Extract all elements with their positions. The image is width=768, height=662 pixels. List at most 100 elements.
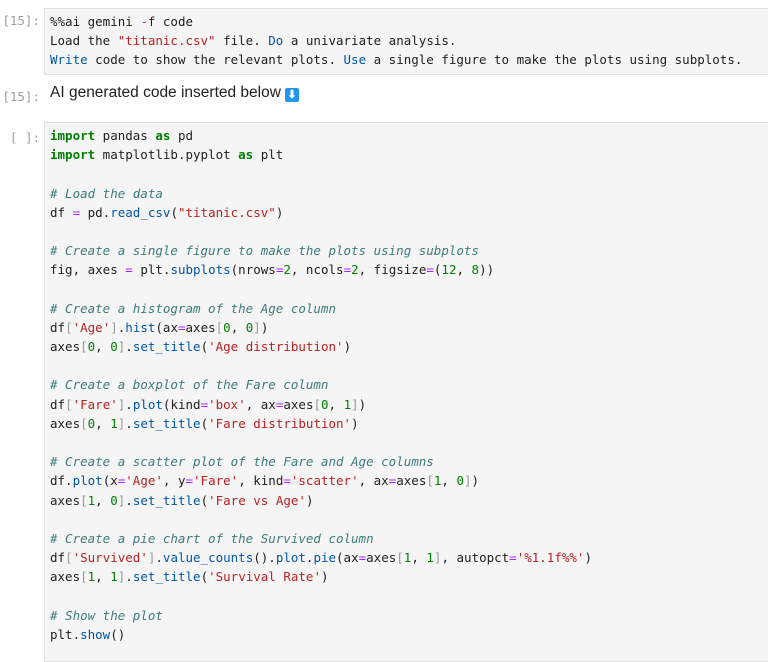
code-token: 'Fare vs Age' (208, 492, 306, 508)
code-token: (nrows (230, 262, 276, 278)
code-line: plt.show() (50, 625, 592, 644)
code-token: axes (283, 396, 314, 412)
code-token: plot (275, 550, 306, 566)
code-line: import pandas as pd (50, 126, 592, 145)
code-token: ( (170, 204, 178, 220)
code-token: 'Fare' (72, 396, 118, 412)
code-token: [ (215, 319, 224, 335)
code-token: plt. (50, 626, 81, 642)
code-line: # Create a histogram of the Age column (50, 299, 592, 318)
code-token: axes (366, 550, 397, 566)
code-token: . (125, 492, 133, 508)
code-token: (ax (336, 550, 359, 566)
code-token: df (50, 204, 73, 220)
code-line: axes[0, 0].set_title('Age distribution') (50, 337, 592, 356)
code-token: plt (253, 147, 284, 163)
code-token: [ (80, 415, 88, 431)
code-token: ] (351, 396, 359, 412)
code-token: df (50, 396, 66, 412)
code-token: [ (80, 339, 88, 355)
code-line: df['Survived'].value_counts().plot.pie(a… (50, 548, 592, 567)
code-token: # Create a single figure to make the plo… (50, 243, 479, 259)
code-token: [ (313, 396, 322, 412)
code-token: hist (125, 319, 156, 335)
code-token: a univariate analysis. (283, 33, 457, 49)
code-token: as (238, 147, 254, 163)
code-token: plot (132, 396, 163, 412)
code-token: , figsize (358, 262, 427, 278)
code-token: code to show the relevant plots. (87, 52, 344, 68)
code-token: as (155, 128, 171, 143)
code-token: plot (72, 473, 103, 489)
code-token: # Create a histogram of the Age column (50, 300, 336, 316)
code-token: ] (147, 550, 156, 566)
code-line: import matplotlib.pyplot as plt (50, 145, 592, 164)
output-prompt: [15]: (2, 89, 40, 104)
code-line: # Create a scatter plot of the Fare and … (50, 452, 592, 471)
code-cell-generated[interactable] (44, 122, 768, 662)
code-token: ] (117, 415, 126, 431)
code-token: )) (479, 262, 495, 278)
code-token: , (95, 569, 111, 585)
code-token: ) (260, 319, 269, 335)
code-token: [ (426, 473, 434, 489)
code-token: . (155, 550, 163, 566)
code-line (50, 222, 592, 241)
code-token: 1 (426, 550, 434, 566)
output-text: AI generated code inserted below (50, 84, 281, 101)
code-token: 'Survival Rate' (208, 569, 321, 585)
code-token: , (95, 492, 111, 508)
code-token: , (441, 473, 457, 489)
code-token: axes (50, 339, 81, 355)
code-token: Use (343, 52, 367, 68)
code-token: # Create a scatter plot of the Fare and … (50, 454, 434, 470)
code-line (50, 587, 592, 606)
code-token: = (125, 262, 133, 278)
code-token: = (275, 396, 284, 412)
code-token: ( (433, 262, 442, 278)
code-token: 1 (87, 569, 96, 585)
code-token: = (283, 473, 291, 489)
code-token: set_title (132, 415, 201, 431)
code-token: [ (65, 396, 73, 412)
code-token: 1 (433, 473, 442, 489)
code-token: , y (162, 473, 186, 489)
code-token: 0 (321, 396, 329, 412)
code-token: , (95, 339, 111, 355)
code-token: 'scatter' (290, 473, 359, 489)
code-token: [ (80, 492, 88, 508)
code-token: 12 (441, 262, 457, 278)
code-line: axes[1, 0].set_title('Fare vs Age') (50, 491, 592, 510)
code-token: read_csv (110, 204, 171, 220)
code-token: import (50, 147, 96, 163)
arrow-down-icon: ⬇ (284, 88, 299, 102)
code-token: 0 (456, 473, 465, 489)
code-token: ] (117, 339, 126, 355)
code-token: axes (50, 492, 81, 508)
code-line (50, 433, 592, 452)
code-token: ) (358, 396, 367, 412)
code-token: [ (396, 550, 404, 566)
code-token: axes (185, 319, 216, 335)
code-token: 1 (110, 415, 118, 431)
code-cell-ai-magic[interactable] (44, 8, 768, 75)
code-token: ) (275, 204, 284, 220)
code-line: # Create a single figure to make the plo… (50, 241, 592, 260)
code-line (50, 510, 592, 529)
code-token: = (426, 262, 434, 278)
code-token: . (305, 550, 314, 566)
code-token: "titanic.csv" (117, 33, 216, 49)
code-token: '%1.1f%%' (516, 550, 585, 566)
code-token: (). (253, 550, 276, 566)
code-line (50, 356, 592, 375)
code-token: () (110, 626, 126, 642)
code-token: Write (50, 52, 88, 68)
code-token: [ (65, 319, 73, 335)
code-token: , (411, 550, 427, 566)
code-token: Do (268, 33, 284, 49)
code-line: # Create a boxplot of the Fare column (50, 375, 592, 394)
code-token: (kind (162, 396, 201, 412)
code-token: = (200, 396, 209, 412)
